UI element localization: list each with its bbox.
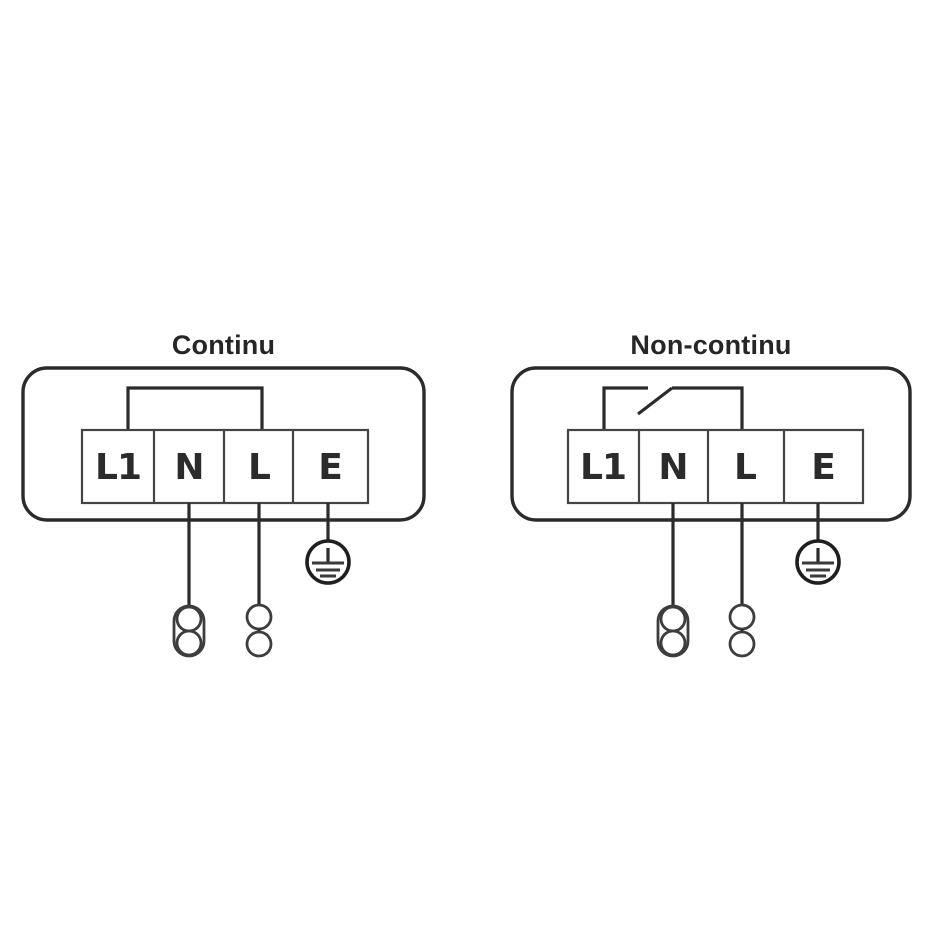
terminal-block-non-continu: [566, 428, 865, 505]
diagram-title-non-continu: Non-continu: [630, 330, 792, 360]
terminal-label-e-continu: E: [318, 447, 342, 488]
jumper-link-continu: [126, 386, 264, 430]
diagram-continu: L1 N L E: [21, 366, 426, 658]
diagram-non-continu: L1 N L E: [510, 366, 912, 658]
double-circle-connector-icon-continu: [245, 603, 273, 658]
terminal-label-n-non-continu: N: [658, 447, 687, 488]
terminal-label-l-non-continu: L: [734, 447, 756, 488]
double-circle-connector-icon-non-continu: [728, 603, 756, 658]
diagram-title-continu: Continu: [171, 330, 276, 360]
earth-ground-icon-continu: [305, 539, 351, 585]
open-switch-icon-non-continu: [637, 386, 673, 416]
switch-right-contact-non-continu: [672, 386, 744, 430]
terminal-label-l1-continu: L1: [95, 447, 141, 488]
terminal-label-e-non-continu: E: [811, 447, 835, 488]
earth-ground-icon-non-continu: [795, 539, 841, 585]
terminal-label-l1-non-continu: L1: [580, 447, 626, 488]
switch-left-contact-non-continu: [602, 386, 648, 430]
capsule-pair-connector-icon-non-continu: [656, 604, 690, 658]
capsule-pair-connector-icon-continu: [172, 604, 206, 658]
terminal-label-l-continu: L: [248, 447, 270, 488]
terminal-label-n-continu: N: [174, 447, 203, 488]
